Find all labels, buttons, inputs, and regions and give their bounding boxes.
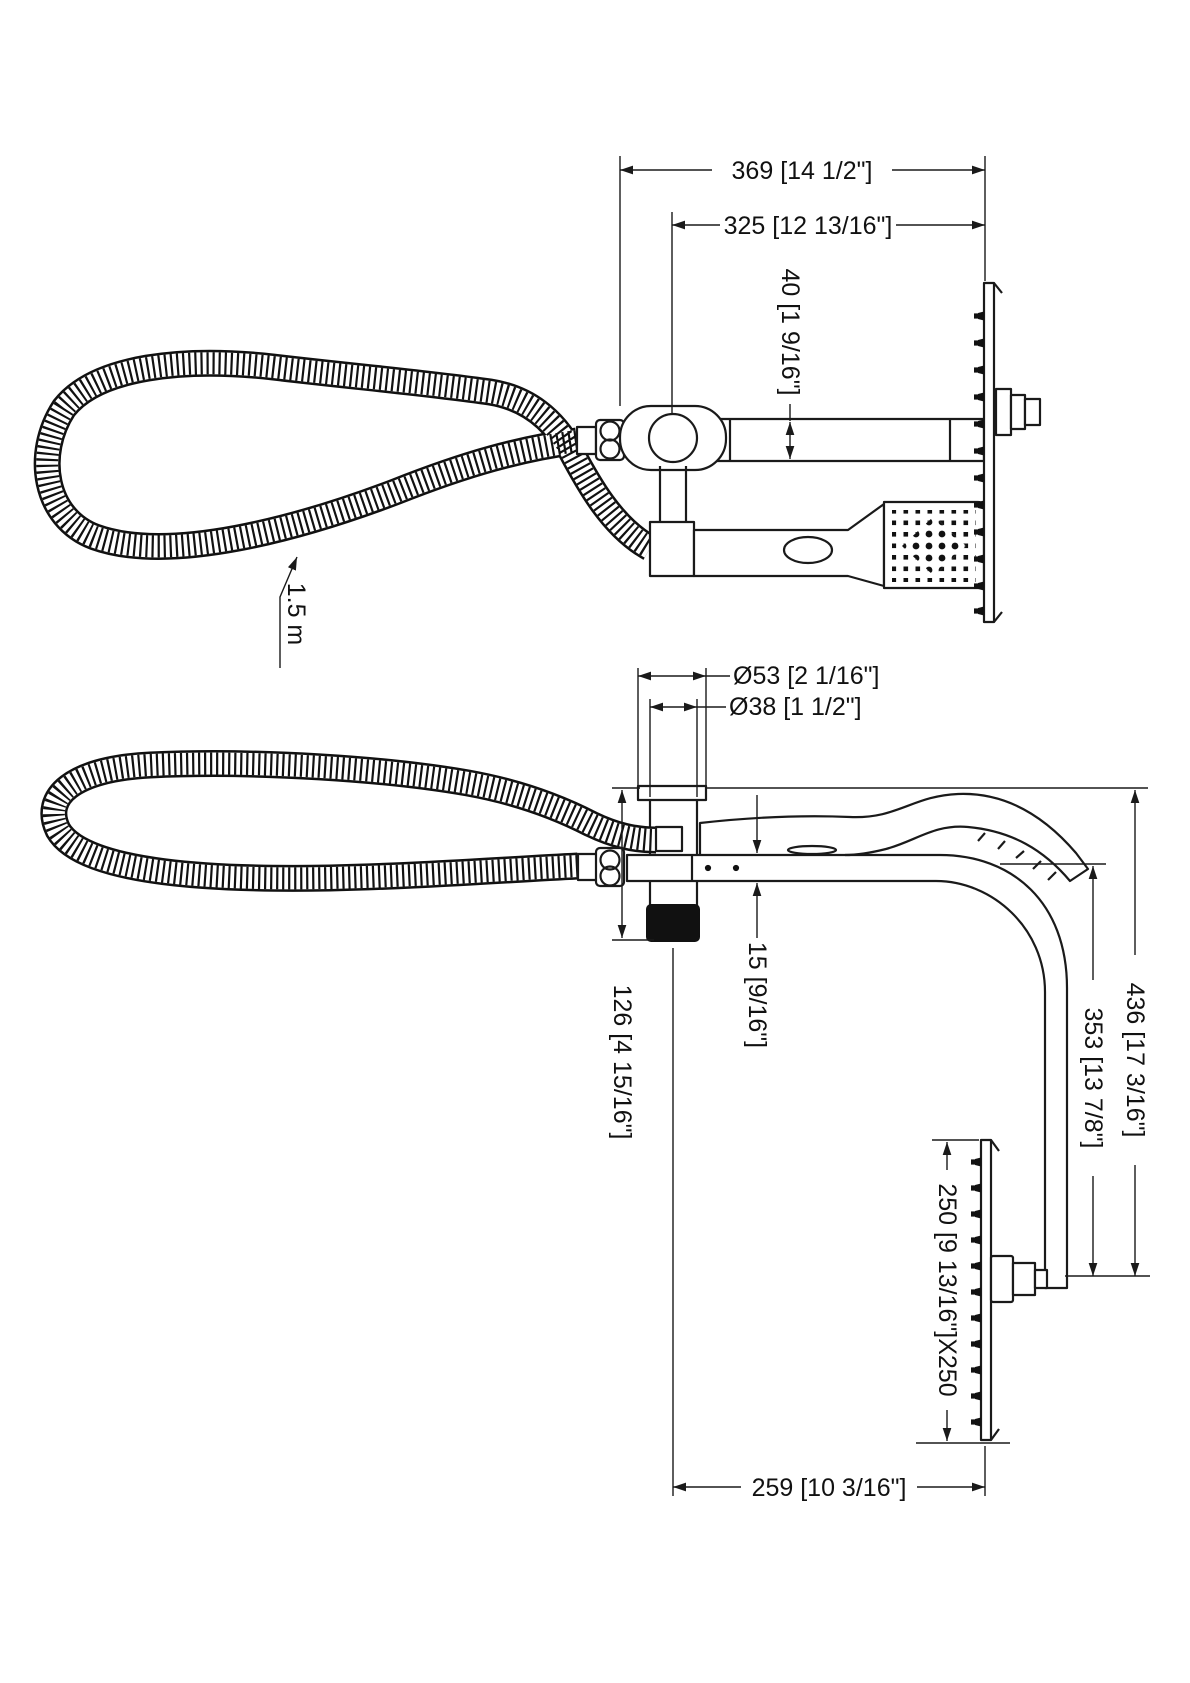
hand-shower-hose-side [40,750,657,892]
hand-shower-stem-top [648,466,696,578]
side-view-dimensions: Ø53 [2 1/16"] Ø38 [1 1/2"] 15 [9/16"] 12… [608,662,1150,1502]
head-ball-joint-side [989,1254,1049,1304]
dim-bar-width-label: 40 [1 9/16"] [776,268,804,395]
wand-slot [782,535,834,565]
hose-nut-top [575,418,626,462]
dim-head-size-label: 250 [9 13/16"]X250 [933,1183,961,1396]
dim-bar-thickness-label: 15 [9/16"] [743,942,771,1048]
top-view: 369 [14 1/2"] 325 [12 13/16"] 40 [1 9/16… [33,156,1042,668]
post-flange-side [636,784,708,802]
pivot-joint-top [618,404,728,472]
dim-handle-length-label: 126 [4 15/16"] [608,985,636,1140]
hand-shower-top [692,500,986,590]
spray-face-center-dots [902,516,966,576]
dim-arm-length-label: 325 [12 13/16"] [724,212,893,240]
wall-fitting-top [994,387,1042,437]
dim-pipe-diameter-label: Ø38 [1 1/2"] [729,693,862,721]
hand-shower-side [698,792,1090,883]
wand-slot-side [786,844,838,856]
rain-head-plate-top [974,281,1003,624]
hand-shower-hose-top [33,349,658,560]
hose-length-label: 1.5 m [282,583,310,646]
post-grip-side [646,904,700,942]
slide-bar-top [698,417,986,463]
slide-bar-and-arm-side [625,853,1069,1290]
dim-head-offset-label: 259 [10 3/16"] [752,1474,907,1502]
hose-end-fitting-side [654,825,684,853]
bar-screw [732,864,740,872]
wand-nozzle-ticks [977,832,1057,881]
top-view-dimensions: 369 [14 1/2"] 325 [12 13/16"] 40 [1 9/16… [279,156,986,668]
bar-screw [704,864,712,872]
dim-arm-height-label: 353 [13 7/8"] [1079,1008,1107,1149]
dim-overall-height-label: 436 [17 3/16"] [1121,983,1149,1138]
dim-overall-width-label: 369 [14 1/2"] [732,157,873,185]
dim-flange-diameter-label: Ø53 [2 1/16"] [733,662,879,690]
hose-nut-side [576,846,626,888]
side-view: Ø53 [2 1/16"] Ø38 [1 1/2"] 15 [9/16"] 12… [40,662,1150,1502]
